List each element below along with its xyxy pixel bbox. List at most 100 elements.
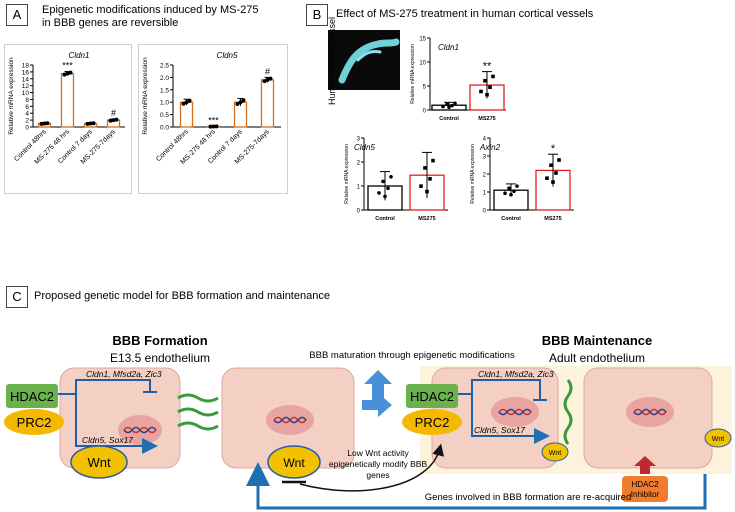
wnt-label-formation: Wnt (87, 455, 111, 470)
activation-line-formation (75, 394, 158, 454)
data-point (241, 98, 246, 103)
data-point (187, 98, 192, 103)
hdac2-label-maintenance: HDAC2 (410, 389, 454, 404)
panel-c-letter: C (6, 286, 28, 308)
panel-c-title: Proposed genetic model for BBB formation… (34, 290, 330, 302)
data-point (265, 77, 270, 82)
genes-top-maintenance: Cldn1, Mfsd2a, Zic3 (478, 369, 554, 379)
data-point (45, 121, 50, 126)
dna-icon-1 (123, 426, 157, 434)
genes-bottom-formation: Cldn5, Sox17 (82, 435, 133, 445)
data-point (211, 124, 216, 129)
low-wnt-curved-arrow (299, 443, 444, 492)
data-point (488, 85, 492, 89)
maintenance-title: BBB Maintenance (542, 333, 653, 348)
data-point (515, 184, 519, 188)
data-point (503, 191, 507, 196)
data-point (268, 76, 273, 81)
data-point (62, 72, 67, 77)
hdac2-inhibitor-line2: Inhibitor (631, 490, 660, 499)
y-axis-label: Relative mRNA expression (470, 144, 476, 204)
y-tick-label: 16 (22, 69, 30, 76)
maturation-up-arrow (364, 370, 392, 402)
formation-subtitle: E13.5 endothelium (110, 351, 210, 365)
formation-title: BBB Formation (112, 333, 207, 348)
data-point (491, 74, 495, 79)
vessel-image (338, 38, 400, 84)
y-tick-label: 3 (357, 137, 361, 143)
genes-top-formation: Cldn1, Mfsd2a, Zic3 (86, 369, 162, 379)
data-point (419, 184, 423, 188)
data-point (88, 121, 93, 126)
data-point (184, 100, 189, 105)
chart-title: Cldn5 (217, 51, 238, 60)
x-tick-label: Control (501, 216, 521, 222)
significance-marker: * (551, 143, 556, 155)
junction-squiggle-2 (563, 379, 573, 445)
wnt-oval-formation (70, 445, 128, 479)
b-cldn5-chart: Cldn50123Relative mRNA expressionControl… (344, 137, 448, 222)
significance-marker: *** (62, 61, 73, 71)
dna-icon-2 (273, 416, 307, 424)
data-point (545, 176, 549, 180)
data-point (512, 189, 516, 194)
panel-b-title: Effect of MS-275 treatment in human cort… (336, 8, 594, 20)
y-tick-label: 3 (483, 155, 487, 161)
data-point (483, 78, 487, 83)
y-tick-label: 2 (357, 161, 361, 167)
y-axis-label: Relative mRNA expression (344, 144, 350, 204)
data-point (447, 105, 451, 110)
chart-title: Cldn5 (354, 143, 375, 152)
vessel-photo-label: Human cortical vessel (327, 16, 337, 106)
significance-marker: ** (483, 61, 492, 73)
y-tick-label: 1.0 (160, 100, 169, 107)
reacquired-text: Genes involved in BBB formation are re-a… (425, 492, 631, 503)
data-point (111, 118, 116, 123)
model-diagram: BBB Formation E13.5 endothelium BBB Main… (4, 333, 732, 510)
y-tick-label: 1.5 (160, 87, 169, 94)
panel-a-title-line2: in BBB genes are reversible (42, 17, 179, 29)
y-tick-label: 0 (483, 209, 487, 215)
y-tick-label: 2 (25, 118, 29, 125)
data-point (214, 124, 219, 129)
y-tick-label: 2.5 (160, 63, 169, 70)
data-point (114, 117, 119, 122)
data-point (68, 70, 73, 75)
y-tick-label: 0 (357, 209, 361, 215)
data-point (235, 102, 240, 107)
panel-a-title: Epigenetic modifications induced by MS-2… (42, 4, 258, 30)
data-point (39, 121, 44, 126)
panel-a-letter: A (6, 4, 28, 26)
x-tick-label: Control (439, 116, 459, 122)
x-tick-label: Control (375, 216, 395, 222)
data-point (431, 158, 435, 163)
data-point (425, 189, 429, 194)
junction-squiggle-1 (177, 393, 219, 431)
repression-line-formation (58, 379, 151, 395)
significance-marker: # (111, 108, 116, 118)
y-tick-label: 18 (22, 63, 30, 70)
vessel-photo (328, 30, 400, 90)
maturation-text: BBB maturation through epigenetic modifi… (309, 350, 515, 361)
hdac2-box-formation (6, 384, 58, 408)
transition-right-arrow (362, 393, 392, 417)
x-tick-label: MS275 (478, 116, 495, 122)
y-tick-label: 14 (22, 76, 30, 83)
prc2-oval-maintenance (402, 409, 462, 435)
data-point (262, 79, 267, 84)
data-point (549, 163, 553, 168)
y-tick-label: 15 (419, 37, 426, 43)
maintenance-subtitle: Adult endothelium (549, 351, 645, 365)
significance-marker: *** (208, 115, 219, 125)
y-tick-label: 0.0 (160, 125, 169, 132)
y-tick-label: 0.5 (160, 112, 169, 119)
panel-b-letter: B (306, 4, 328, 26)
data-point (377, 191, 381, 195)
wnt-small-label-edge: Wnt (712, 436, 725, 443)
wnt-small-edge (704, 428, 732, 448)
data-point (181, 101, 186, 106)
y-tick-label: 0 (25, 125, 29, 132)
